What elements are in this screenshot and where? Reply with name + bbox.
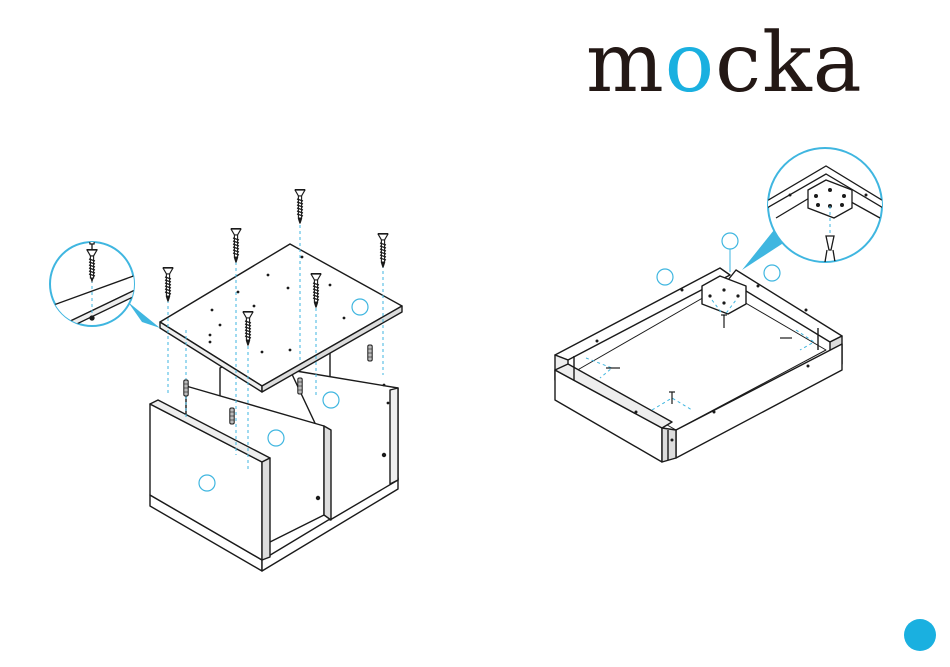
top-panel xyxy=(160,244,402,386)
left-detail-zoom xyxy=(40,225,160,332)
right-assembly xyxy=(555,233,842,462)
screw-icon xyxy=(378,234,388,267)
part-callout xyxy=(722,233,738,249)
part-callout xyxy=(199,475,215,491)
part-callout xyxy=(352,299,368,315)
screw-icon xyxy=(163,268,173,301)
right-detail-zoom xyxy=(742,148,890,270)
screw-icon xyxy=(295,190,305,223)
dowel-icon xyxy=(298,378,302,394)
part-callout xyxy=(323,392,339,408)
dowel-icon xyxy=(368,345,372,361)
left-assembly xyxy=(92,190,402,571)
part-callout xyxy=(657,269,673,285)
part-callout xyxy=(268,430,284,446)
dowel-icon xyxy=(230,408,234,424)
part-callout xyxy=(764,265,780,281)
dowel-icon xyxy=(184,380,188,396)
page-marker-dot xyxy=(904,619,936,651)
screw-icon xyxy=(231,229,241,262)
